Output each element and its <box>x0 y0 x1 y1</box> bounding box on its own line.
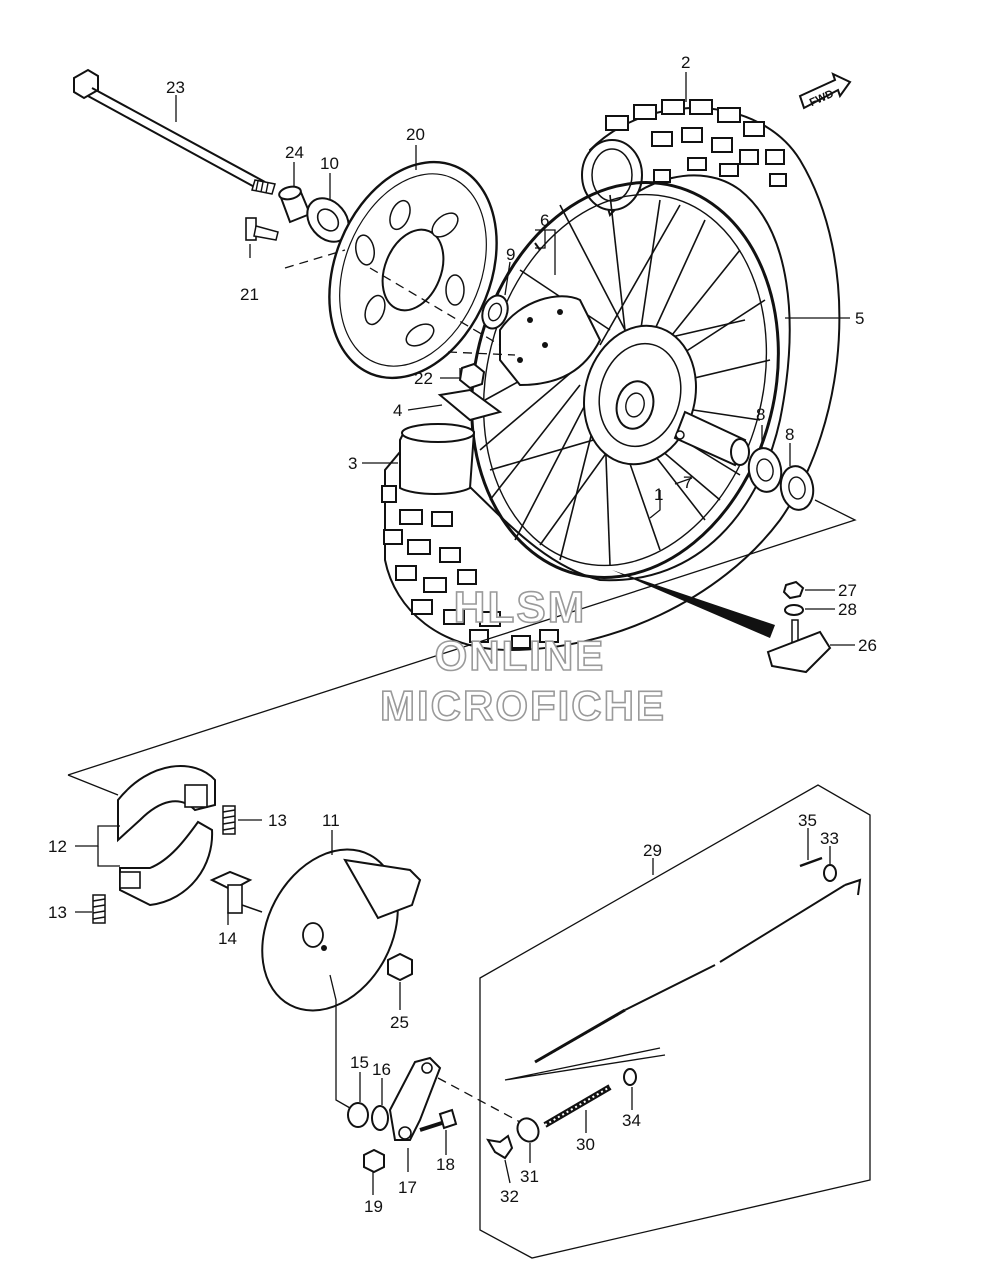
washer-28 <box>784 604 804 616</box>
callout-11: 11 <box>322 811 340 830</box>
bolt-21 <box>245 217 279 241</box>
callout-32: 32 <box>500 1187 519 1206</box>
callout-13-a: 13 <box>268 811 287 830</box>
bolt-18 <box>419 1108 458 1132</box>
watermark-line-3: MICROFICHE <box>380 682 666 729</box>
o-ring-15 <box>347 1102 369 1128</box>
spacer-24 <box>278 185 312 224</box>
brake-rod-29 <box>534 878 862 1064</box>
callout-7: 7 <box>683 473 692 492</box>
callout-labels: 2 23 24 10 20 21 6 9 5 22 4 3 8 8 1 7 27… <box>48 53 877 1216</box>
watermark-line-2: ONLINE <box>435 632 606 679</box>
callout-31: 31 <box>520 1167 539 1186</box>
callout-33: 33 <box>820 829 839 848</box>
callout-16: 16 <box>372 1060 391 1079</box>
callout-14: 14 <box>218 929 237 948</box>
wing-nut-32 <box>486 1134 514 1160</box>
axle-bolt-23 <box>73 68 276 195</box>
nut-19 <box>363 1148 385 1174</box>
bearing-8-b <box>779 465 815 511</box>
callout-28: 28 <box>838 600 857 619</box>
wheel-hub <box>583 324 750 467</box>
nut-22 <box>458 362 486 390</box>
watermark: HLSM ONLINE MICROFICHE <box>379 582 666 730</box>
spring-13-lower <box>92 894 106 924</box>
callout-21: 21 <box>240 285 259 304</box>
leader-lower-divider <box>67 774 119 796</box>
leader-lines-lower <box>75 819 831 1195</box>
leader-lines-upper <box>67 72 857 776</box>
brake-shoe-12-lower <box>119 820 214 907</box>
washer-34 <box>623 1068 637 1086</box>
watermark-line-1: HLSM <box>454 583 587 632</box>
screw-6 <box>534 242 541 251</box>
callout-23: 23 <box>166 78 185 97</box>
brake-shoe-12-upper <box>117 765 216 843</box>
nut-25 <box>387 952 413 982</box>
nut-27 <box>782 580 805 600</box>
hub-plate <box>499 295 602 387</box>
callout-5: 5 <box>855 309 864 328</box>
callout-29: 29 <box>643 841 662 860</box>
rim-band-part-4 <box>437 388 503 422</box>
valve-pointer <box>612 570 775 638</box>
oil-seal-10 <box>306 197 350 243</box>
callout-20: 20 <box>406 125 425 144</box>
callout-9: 9 <box>506 245 515 264</box>
brake-lever-17 <box>388 1056 442 1141</box>
callout-2: 2 <box>681 53 690 72</box>
washer-16 <box>371 1105 389 1131</box>
callout-25: 25 <box>390 1013 409 1032</box>
callout-13-b: 13 <box>48 903 67 922</box>
callout-18: 18 <box>436 1155 455 1174</box>
fwd-direction-badge: FWD <box>798 72 852 110</box>
callout-15: 15 <box>350 1053 369 1072</box>
callout-8-a: 8 <box>756 405 765 424</box>
callout-8-b: 8 <box>785 425 794 444</box>
bearing-9 <box>481 294 509 330</box>
callout-26: 26 <box>858 636 877 655</box>
brake-panel-11 <box>261 848 422 1012</box>
washer-33 <box>823 864 837 882</box>
callout-1: 1 <box>654 485 663 504</box>
joint-31 <box>516 1117 540 1143</box>
tube-part-3 <box>399 423 476 495</box>
callout-3: 3 <box>348 454 357 473</box>
rim-lock-26 <box>766 619 832 674</box>
brake-cam-14 <box>209 870 263 914</box>
cotter-pin-35 <box>799 856 823 868</box>
callout-34: 34 <box>622 1111 641 1130</box>
callout-30: 30 <box>576 1135 595 1154</box>
cable-rod-box-29 <box>479 784 871 1259</box>
wheel-rim <box>470 181 780 579</box>
callout-27: 27 <box>838 581 857 600</box>
rear-tire <box>381 99 841 652</box>
callout-19: 19 <box>364 1197 383 1216</box>
callout-22: 22 <box>414 369 433 388</box>
callout-12: 12 <box>48 837 67 856</box>
callout-4: 4 <box>393 401 402 420</box>
bearing-8-a <box>747 447 783 493</box>
sprocket-20 <box>328 160 498 380</box>
callout-10: 10 <box>320 154 339 173</box>
spring-30 <box>543 1084 612 1128</box>
callout-17: 17 <box>398 1178 417 1197</box>
callout-24: 24 <box>285 143 304 162</box>
callout-35: 35 <box>798 811 817 830</box>
callout-6: 6 <box>540 211 549 230</box>
spring-13-upper <box>222 805 236 835</box>
screw-7 <box>675 430 685 440</box>
